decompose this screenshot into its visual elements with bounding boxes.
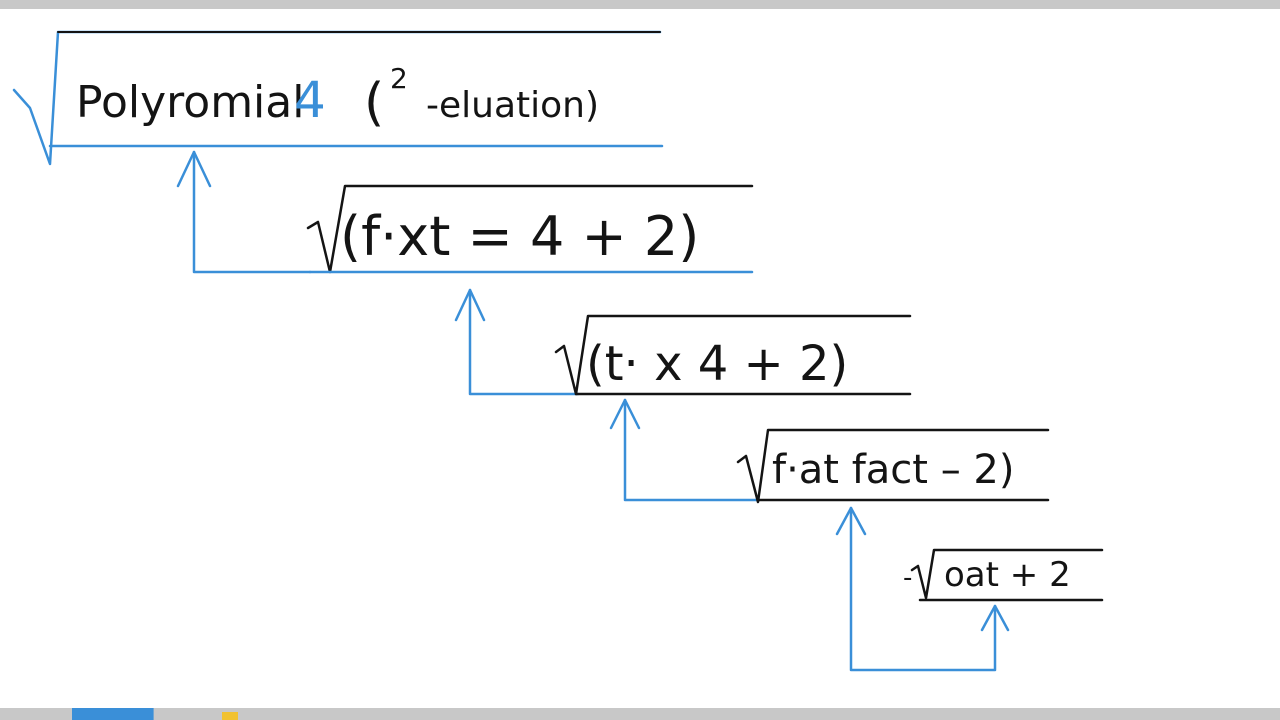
title-root-box: Polyromial 4 ( 2 -eluation)	[12, 30, 664, 166]
step-2-expression: (t· x 4 + 2)	[586, 336, 848, 392]
arrow-up-icon	[454, 288, 486, 322]
connector-step-3	[609, 398, 760, 502]
step-3-expression: f·at fact – 2)	[772, 447, 1014, 493]
step-4-root-box: - oat + 2	[903, 548, 1104, 602]
arrow-up-icon	[980, 604, 1010, 632]
bottom-frame-bar	[0, 708, 1280, 720]
step-3-radical-sign	[736, 428, 1050, 504]
arrow-up-icon	[176, 150, 212, 188]
step-2-root-box: (t· x 4 + 2)	[554, 314, 912, 396]
progress-highlight-marker	[222, 712, 238, 720]
top-frame-bar	[0, 0, 1280, 9]
connector-step-1	[176, 150, 312, 274]
step-1-expression: (f·xt = 4 + 2)	[340, 205, 699, 268]
step-4-expression: oat + 2	[944, 555, 1071, 595]
title-superscript: 2	[390, 62, 408, 95]
arrow-up-icon	[609, 398, 641, 430]
step-3-root-box: f·at fact – 2)	[736, 428, 1050, 504]
step-4-prefix: -	[903, 563, 912, 593]
video-progress-bar[interactable]	[72, 708, 154, 720]
title-number: 4	[294, 71, 326, 129]
arrow-up-icon	[835, 506, 867, 536]
title-word: Polyromial	[76, 77, 304, 128]
connector-step-4	[835, 506, 1010, 672]
step-1-root-box: (f·xt = 4 + 2)	[306, 184, 754, 274]
step-4-radical-sign	[910, 548, 1104, 600]
connector-step-2	[454, 288, 580, 396]
title-tail: -eluation)	[426, 85, 599, 126]
title-open-paren: (	[364, 73, 384, 133]
